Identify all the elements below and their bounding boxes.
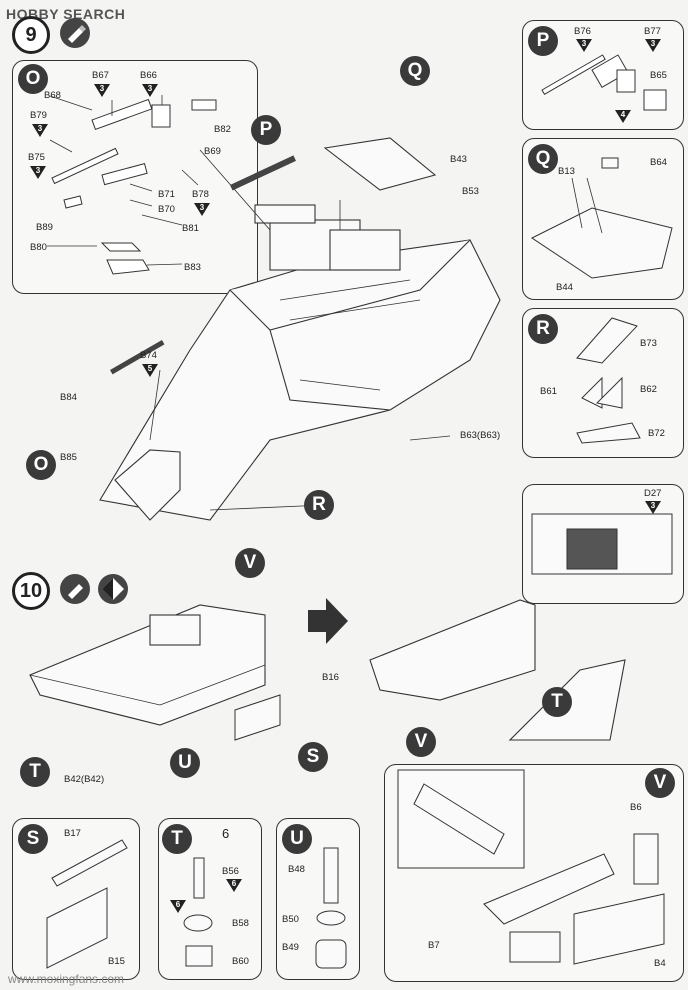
qty-triangle — [170, 900, 186, 913]
part-b56: B56 — [222, 866, 239, 877]
part-b63: B63(B63) — [460, 430, 501, 441]
part-b49: B49 — [282, 942, 299, 953]
step-10-number: 10 — [12, 572, 50, 610]
qty-triangle — [645, 39, 661, 52]
part-b71: B71 — [158, 189, 175, 200]
part-b58: B58 — [232, 918, 249, 929]
circle-letter-q: Q — [400, 56, 430, 86]
circle-letter-p: P — [251, 115, 281, 145]
tank-hull-drawing — [99, 137, 501, 521]
part-b79: B79 — [30, 110, 47, 121]
circle-letter-t-box: T — [162, 824, 192, 854]
hull-step10-right — [369, 599, 626, 741]
part-b44: B44 — [556, 282, 573, 293]
part-b76: B76 — [574, 26, 591, 37]
circle-letter-v-right: V — [406, 727, 436, 757]
part-b81: B81 — [182, 223, 199, 234]
glue-icon — [60, 574, 90, 604]
circle-letter-r: R — [304, 490, 334, 520]
circle-letter-s: S — [298, 742, 328, 772]
qty-triangle — [645, 501, 661, 514]
qty-triangle — [30, 166, 46, 179]
hull-step10-left — [29, 604, 266, 726]
part-b73: B73 — [640, 338, 657, 349]
qty-triangle — [32, 124, 48, 137]
qty-triangle — [615, 110, 631, 123]
part-b64: B64 — [650, 157, 667, 168]
qty-triangle — [226, 879, 242, 892]
step-9-number: 9 — [12, 16, 50, 54]
qty-triangle — [194, 203, 210, 216]
part-b61: B61 — [540, 386, 557, 397]
circle-letter-s-box: S — [18, 824, 48, 854]
circle-letter-v-box: V — [645, 768, 675, 798]
box-p-drawing — [541, 54, 667, 111]
part-b66: B66 — [140, 70, 157, 81]
qty-triangle — [142, 364, 158, 377]
part-b68: B68 — [44, 90, 61, 101]
circle-letter-r-box: R — [528, 314, 558, 344]
part-b89: B89 — [36, 222, 53, 233]
circle-letter-v: V — [235, 548, 265, 578]
part-b69: B69 — [204, 146, 221, 157]
circle-letter-p-box: P — [528, 26, 558, 56]
qty-triangle — [576, 39, 592, 52]
part-b67: B67 — [92, 70, 109, 81]
part-b74: B74 — [140, 350, 157, 361]
part-b62: B62 — [640, 384, 657, 395]
part-b43: B43 — [450, 154, 467, 165]
part-b65: B65 — [650, 70, 667, 81]
part-b7: B7 — [428, 940, 440, 951]
part-b85: B85 — [60, 452, 77, 463]
part-b70: B70 — [158, 204, 175, 215]
hull-plate-s — [234, 694, 281, 741]
box-u-drawing — [315, 847, 347, 969]
part-b83: B83 — [184, 262, 201, 273]
part-b77: B77 — [644, 26, 661, 37]
circle-letter-u-box: U — [282, 824, 312, 854]
part-b42: B42(B42) — [64, 774, 105, 785]
part-d27: D27 — [644, 488, 662, 499]
part-b4: B4 — [654, 958, 666, 969]
count-label: 6 — [222, 826, 230, 841]
qty-triangle — [142, 84, 158, 97]
part-b84: B84 — [60, 392, 77, 403]
circle-letter-o-main: O — [26, 450, 56, 480]
box-t-drawing — [183, 857, 213, 967]
part-b48: B48 — [288, 864, 305, 875]
box-s-drawing — [46, 839, 128, 969]
circle-letter-t: T — [20, 757, 50, 787]
paint-icon — [98, 574, 128, 604]
glue-icon — [60, 18, 90, 48]
part-b15: B15 — [108, 956, 125, 967]
part-b75: B75 — [28, 152, 45, 163]
part-b6: B6 — [630, 802, 642, 813]
arrow-right-icon — [308, 598, 348, 644]
part-b60: B60 — [232, 956, 249, 967]
box-r-drawing — [576, 317, 641, 444]
watermark: www.moxingfans.com — [8, 972, 125, 986]
part-b72: B72 — [648, 428, 665, 439]
circle-letter-o: O — [18, 64, 48, 94]
part-b17: B17 — [64, 828, 81, 839]
part-b53: B53 — [462, 186, 479, 197]
box-q-drawing — [531, 157, 673, 279]
part-b50: B50 — [282, 914, 299, 925]
box-d27-drawing — [531, 513, 673, 575]
qty-triangle — [94, 84, 110, 97]
part-b80: B80 — [30, 242, 47, 253]
circle-letter-u: U — [170, 748, 200, 778]
part-b78: B78 — [192, 189, 209, 200]
part-b13: B13 — [558, 166, 575, 177]
circle-letter-q-box: Q — [528, 144, 558, 174]
part-b82: B82 — [214, 124, 231, 135]
box-v-drawing — [397, 769, 665, 965]
box-o-drawing — [47, 95, 217, 275]
circle-letter-t-right: T — [542, 687, 572, 717]
part-b16: B16 — [322, 672, 339, 683]
